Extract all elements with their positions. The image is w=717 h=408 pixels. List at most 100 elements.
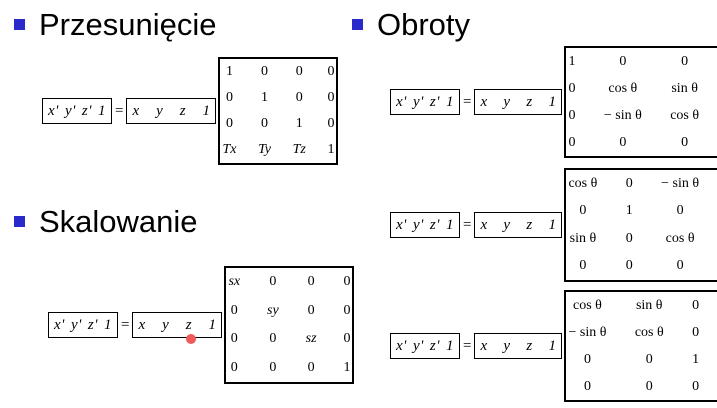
- matrix-cell: sz: [305, 331, 317, 347]
- matrix-cell: 0: [269, 274, 277, 290]
- matrix-cell: 1: [343, 359, 351, 375]
- matrix-cell: Ty: [258, 142, 272, 157]
- matrix-cell: 0: [579, 203, 587, 219]
- matrix-cell: 0: [645, 351, 653, 367]
- matrix-cell: 0: [676, 203, 684, 219]
- matrix-cell: sin θ: [671, 80, 698, 96]
- matrix-cell: sy: [267, 302, 279, 318]
- matrix-cell: cos θ: [568, 175, 598, 191]
- matrix-cell: 0: [583, 378, 591, 394]
- matrix-cell: 0: [568, 80, 576, 96]
- matrix-cell: 0: [269, 359, 277, 375]
- matrix-cell: Tx: [222, 142, 237, 157]
- matrix-cell: 0: [583, 351, 591, 367]
- matrix-cell: 0: [307, 359, 315, 375]
- matrix-cell: 0: [230, 302, 238, 318]
- matrix-cell: cos θ: [608, 80, 638, 96]
- equation-lhs-vector: x'y'z'1: [48, 312, 118, 338]
- equation-lhs-vector: x'y'z'1: [42, 98, 112, 124]
- bullet-icon: [352, 19, 363, 30]
- matrix-cell: sin θ: [635, 297, 663, 313]
- matrix-cell: − sin θ: [603, 107, 642, 123]
- bullet-icon: [14, 216, 25, 227]
- matrix-cell: 1: [295, 116, 303, 131]
- matrix-cell: 0: [619, 53, 627, 69]
- matrix-cell: 0: [681, 134, 689, 150]
- heading-rotation-text: Obroty: [377, 7, 471, 42]
- matrix-cell: 1: [568, 53, 576, 69]
- matrix-cell: 0: [568, 107, 576, 123]
- matrix-cell: 0: [307, 274, 315, 290]
- matrix-cell: 0: [343, 302, 351, 318]
- heading-scaling: Skalowanie: [14, 206, 198, 237]
- matrix-cell: 0: [230, 359, 238, 375]
- matrix-cell: 0: [327, 90, 335, 105]
- matrix-cell: 0: [681, 53, 689, 69]
- equals-sign: =: [463, 93, 472, 110]
- matrix-cell: 0: [625, 258, 633, 274]
- matrix-cell: 0: [261, 116, 269, 131]
- matrix-cell: 0: [295, 64, 303, 79]
- matrix-cell: 0: [230, 331, 238, 347]
- matrix-cell: 1: [327, 142, 335, 157]
- equation-lhs-vector: x'y'z'1: [390, 89, 460, 115]
- matrix-cell: 0: [619, 134, 627, 150]
- matrix-cell: 0: [307, 302, 315, 318]
- matrix-cell: 0: [692, 324, 700, 340]
- matrix-cell: 0: [225, 90, 233, 105]
- matrix-cell: 0: [692, 297, 700, 313]
- heading-translation: Przesunięcie: [14, 9, 216, 40]
- matrix-cell: 0: [261, 64, 269, 79]
- bullet-icon: [14, 19, 25, 30]
- matrix-cell: sx: [228, 274, 241, 290]
- matrix-cell: 0: [269, 331, 277, 347]
- heading-scaling-text: Skalowanie: [39, 204, 198, 239]
- equals-sign: =: [463, 337, 472, 354]
- matrix-cell: 1: [261, 90, 269, 105]
- equals-sign: =: [121, 316, 130, 333]
- matrix-cell: cos θ: [573, 297, 602, 313]
- equation-lhs-vector: x'y'z'1: [390, 333, 460, 359]
- matrix-cell: 0: [343, 274, 351, 290]
- pointer-dot: [186, 334, 196, 344]
- equals-sign: =: [115, 102, 124, 119]
- matrix-cell: 0: [295, 90, 303, 105]
- equals-sign: =: [463, 216, 472, 233]
- heading-rotation: Obroty: [352, 9, 470, 40]
- matrix-cell: 1: [625, 203, 633, 219]
- matrix-cell: − sin θ: [661, 175, 700, 191]
- matrix-cell: 0: [327, 116, 335, 131]
- matrix-cell: Tz: [292, 142, 306, 157]
- matrix-cell: 0: [676, 258, 684, 274]
- matrix-cell: 0: [579, 258, 587, 274]
- matrix-cell: 0: [327, 64, 335, 79]
- matrix-cell: cos θ: [634, 324, 664, 340]
- matrix-cell: 0: [645, 378, 653, 394]
- matrix-cell: 0: [625, 230, 633, 246]
- matrix-cell: 0: [225, 116, 233, 131]
- equation-lhs-vector: x'y'z'1: [390, 212, 460, 238]
- scaling-matrix: sx 0 0 0 0 sy 0 0 0 0 sz 0 0 0 0 1: [224, 266, 355, 384]
- matrix-cell: 0: [568, 134, 576, 150]
- matrix-cell: − sin θ: [568, 324, 607, 340]
- matrix-cell: 0: [692, 378, 700, 394]
- matrix-cell: cos θ: [670, 107, 700, 123]
- matrix-cell: 0: [625, 175, 633, 191]
- matrix-cell: 1: [692, 351, 700, 367]
- matrix-cell: sin θ: [569, 230, 597, 246]
- matrix-cell: 0: [343, 331, 351, 347]
- matrix-cell: 1: [225, 64, 233, 79]
